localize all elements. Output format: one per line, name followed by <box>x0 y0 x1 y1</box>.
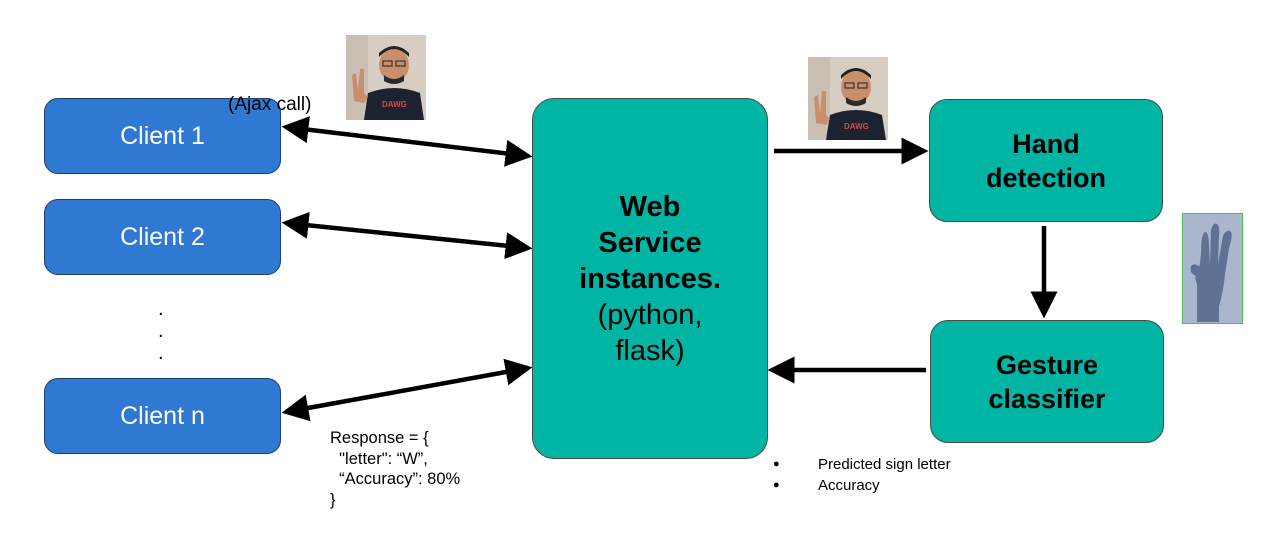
client-2-label: Client 2 <box>120 222 205 251</box>
client-1-box: Client 1 <box>44 98 281 174</box>
ellipsis-dot-2: . <box>158 320 164 342</box>
output-item-text: Accuracy <box>818 477 880 494</box>
response-line4: } <box>330 490 336 509</box>
gesture-classifier-box: Gesture classifier <box>930 320 1164 443</box>
client-2-box: Client 2 <box>44 199 281 275</box>
web-service-title-line1: Web <box>619 190 681 223</box>
bullet-icon: ● <box>773 479 780 491</box>
ellipsis-dot-3: . <box>158 342 164 364</box>
response-line2: "letter": “W”, <box>330 449 428 468</box>
output-item-text: Predicted sign letter <box>818 456 951 473</box>
ellipsis-dot-1: . <box>158 298 164 320</box>
svg-text:DAWG: DAWG <box>844 122 869 131</box>
client-n-box: Client n <box>44 378 281 454</box>
person-photo-icon: DAWG <box>346 35 426 120</box>
web-service-subtitle-line2: flask) <box>615 334 685 367</box>
web-service-title-line2: Service <box>598 226 702 259</box>
ajax-call-label: (Ajax call) <box>228 94 312 115</box>
arrow-clientn-service <box>281 358 533 422</box>
hand-detection-line1: Hand <box>1012 128 1080 159</box>
web-service-subtitle-line1: (python, <box>597 298 703 331</box>
outputs-list: ● Predicted sign letter ● Accuracy <box>773 454 951 496</box>
svg-text:DAWG: DAWG <box>382 100 407 109</box>
web-service-title-line3: instances. <box>579 262 721 295</box>
response-line1: Response = { <box>330 429 429 447</box>
response-line3: “Accuracy”: 80% <box>330 470 461 488</box>
web-service-box: Web Service instances. (python, flask) <box>532 98 768 459</box>
response-block: Response = { "letter": “W”, “Accuracy”: … <box>330 428 460 510</box>
person-photo-icon: DAWG <box>808 57 888 140</box>
gesture-classifier-line1: Gesture <box>995 349 1099 380</box>
arrow-client2-service <box>281 211 533 260</box>
hand-sign-photo-icon <box>1182 213 1243 324</box>
output-item: ● Predicted sign letter <box>773 454 951 475</box>
hand-detection-line2: detection <box>985 162 1106 193</box>
bullet-icon: ● <box>773 458 780 470</box>
gesture-classifier-line2: classifier <box>988 383 1106 414</box>
hand-detection-box: Hand detection <box>929 99 1163 222</box>
client-n-label: Client n <box>120 401 205 430</box>
arrow-client1-service <box>281 116 533 167</box>
output-item: ● Accuracy <box>773 475 951 496</box>
client-1-label: Client 1 <box>120 121 205 150</box>
